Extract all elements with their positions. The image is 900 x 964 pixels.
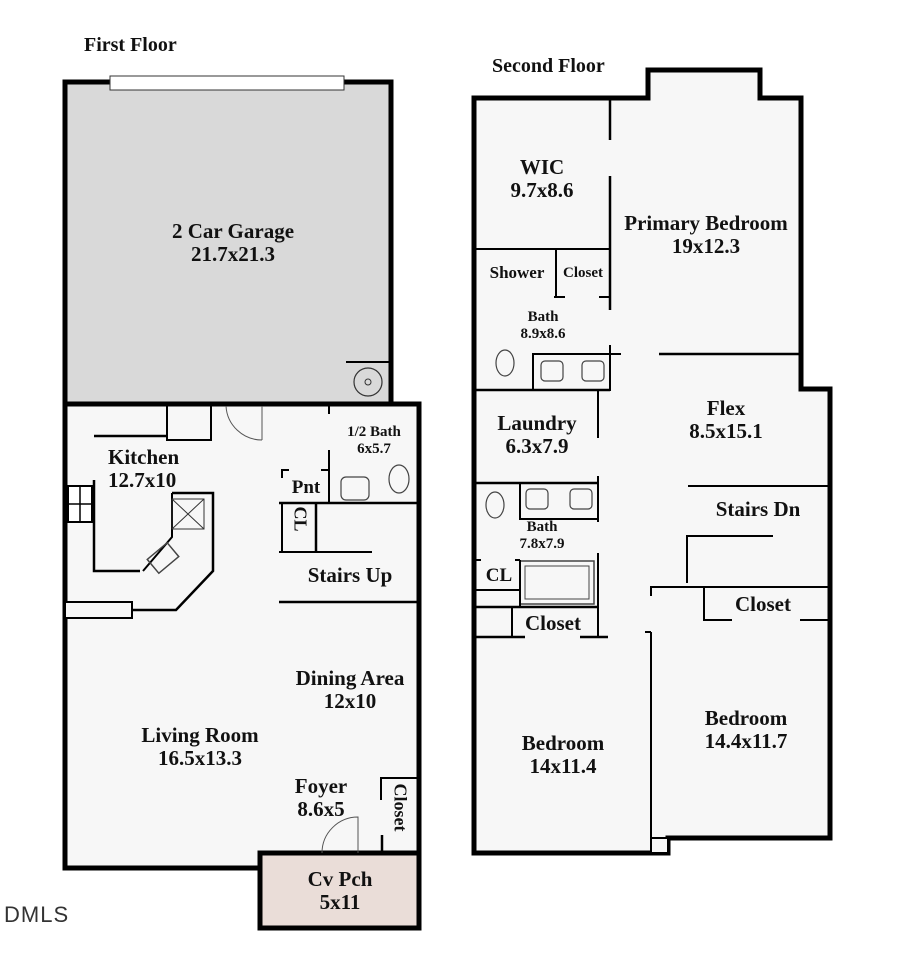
front-door-swing [321,816,359,854]
room-shower: Shower [489,263,545,282]
sink-icon [569,488,593,510]
sink-icon [525,488,549,510]
room-stairs-dn: Stairs Dn [715,497,801,521]
first-floor-living-block [62,401,422,871]
room-foyer-closet: Closet [390,783,411,832]
room-bath-closet: Closet [563,265,603,281]
sink-icon [540,360,564,382]
second-floor-title: Second Floor [492,55,605,77]
room-bedroom3-closet: Closet [735,592,791,616]
garage-door [109,75,345,91]
water-heater-icon [353,367,383,397]
sink-icon [581,360,605,382]
covered-porch-area [257,850,422,931]
room-bedroom2-closet: Closet [525,611,581,635]
half-bath-toilet-icon [388,464,410,494]
watermark: DMLS [4,902,70,927]
kitchen-sink-icon [146,541,180,575]
toilet-icon [495,349,515,377]
toilet-icon [485,491,505,519]
room-pantry: Pnt [291,477,321,498]
half-bath-sink-icon [340,476,370,501]
first-floor-title: First Floor [84,34,177,56]
room-stairs-up: Stairs Up [307,563,393,587]
room-closet-cl: CL [290,506,311,532]
room-linen-cl: CL [485,565,513,586]
garage-area [62,79,394,407]
